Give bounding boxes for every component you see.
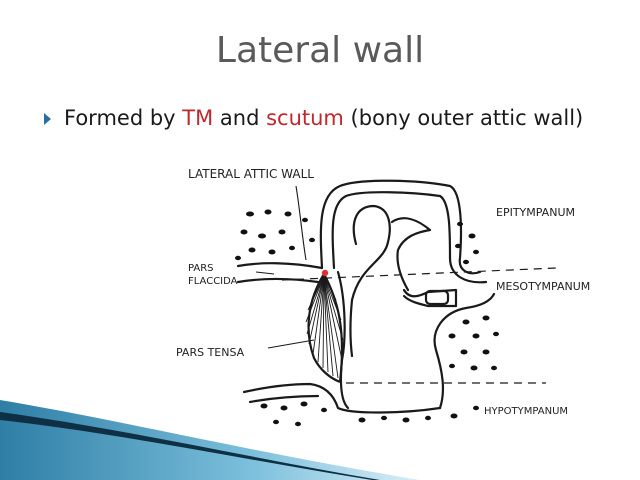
- label-pars: PARS: [188, 263, 214, 274]
- malleus-head: [349, 204, 391, 358]
- attic-outer-wall: [319, 179, 482, 275]
- canal-upper-wall: [236, 262, 324, 270]
- bone-stipple: [235, 209, 499, 427]
- bullet-text: Formed by TM and scutum (bony outer atti…: [64, 104, 614, 132]
- stapes: [402, 288, 458, 308]
- label-hypotympanum: HYPOTYMPANUM: [484, 406, 568, 417]
- bullet-arrow-icon: [44, 113, 51, 125]
- slide-title: Lateral wall: [215, 30, 425, 71]
- epi-meso-boundary-line: [281, 267, 557, 281]
- highlight-tm: TM: [182, 106, 214, 130]
- label-lateral-attic-wall: LATERAL ATTIC WALL: [188, 167, 314, 181]
- bullet-text-part: and: [213, 106, 267, 130]
- promontory: [433, 292, 496, 410]
- floor-wall-inner: [248, 394, 320, 404]
- pars-flaccida-pointer: [255, 271, 275, 275]
- lateral-attic-wall-pointer: [295, 185, 307, 261]
- label-epitympanum: EPITYMPANUM: [496, 206, 575, 219]
- attic-inner-wall: [331, 191, 488, 284]
- incus: [390, 217, 432, 292]
- bullet-text-part: (bony outer attic wall): [343, 106, 584, 130]
- label-mesotympanum: MESOTYMPANUM: [496, 280, 590, 293]
- pars-tensa-membrane: [305, 273, 344, 384]
- label-flaccida: FLACCIDA: [188, 276, 238, 287]
- highlight-scutum: scutum: [266, 106, 344, 130]
- stapes-footplate: [424, 289, 450, 306]
- pars-tensa-pointer: [267, 339, 315, 349]
- pars-flaccida-marker: [321, 269, 329, 277]
- floor-wall: [242, 382, 442, 414]
- canal-lower-wall: [236, 277, 320, 284]
- label-pars-tensa: PARS TENSA: [176, 346, 245, 359]
- bullet-text-part: Formed by: [64, 106, 183, 130]
